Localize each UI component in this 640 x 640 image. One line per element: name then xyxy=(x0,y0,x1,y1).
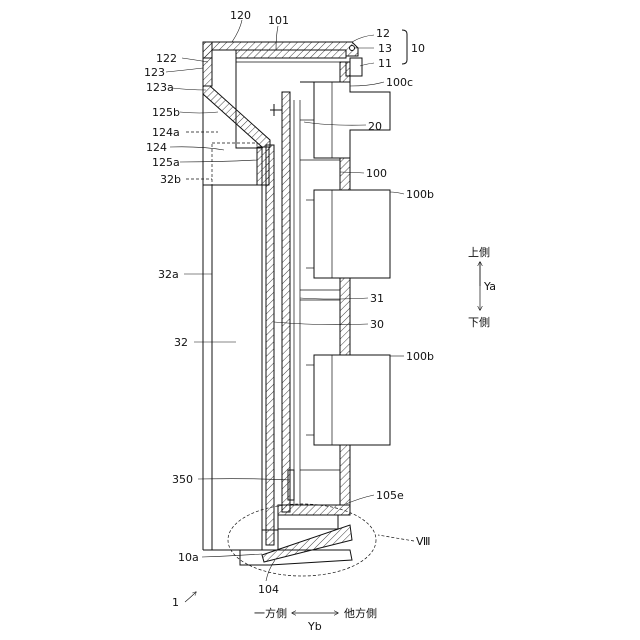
label-32a: 32a xyxy=(158,268,179,281)
axis-yb: 一方側 Yb 他方側 xyxy=(254,606,377,633)
label-125b: 125b xyxy=(152,106,180,119)
label-124: 124 xyxy=(146,141,167,154)
bar-20 xyxy=(282,92,290,512)
bracket-11 xyxy=(350,58,362,76)
label-1: 1 xyxy=(172,596,179,609)
bottom-105e xyxy=(278,505,350,515)
hinge-13 xyxy=(350,46,355,51)
label-100b-upper: 100b xyxy=(406,188,434,201)
label-120: 120 xyxy=(230,9,251,22)
connector-100b-lower xyxy=(314,355,390,445)
label-104: 104 xyxy=(258,583,279,596)
label-31: 31 xyxy=(370,292,384,305)
axis-yb-name: Yb xyxy=(307,620,322,633)
label-10: 10 xyxy=(411,42,425,55)
label-32: 32 xyxy=(174,336,188,349)
axis-yb-right-label: 他方側 xyxy=(344,606,377,620)
plate-101 xyxy=(236,50,346,58)
label-350: 350 xyxy=(172,473,193,486)
axis-ya-down-label: 下側 xyxy=(468,316,490,329)
label-20: 20 xyxy=(368,120,382,133)
floor-104 xyxy=(262,525,352,562)
label-viii: Ⅷ xyxy=(416,535,431,548)
label-13: 13 xyxy=(378,42,392,55)
label-100: 100 xyxy=(366,167,387,180)
plate-30 xyxy=(266,145,274,545)
label-123a: 123a xyxy=(146,81,174,94)
panel-32 xyxy=(212,185,262,550)
label-30: 30 xyxy=(370,318,384,331)
axis-yb-left-label: 一方側 xyxy=(254,606,287,620)
label-122: 122 xyxy=(156,52,177,65)
label-11: 11 xyxy=(378,57,392,70)
label-100c: 100c xyxy=(386,76,413,89)
bracket-10 xyxy=(402,30,407,64)
axis-ya-up-label: 上側 xyxy=(468,246,490,259)
label-105e: 105e xyxy=(376,489,404,502)
label-12: 12 xyxy=(376,27,390,40)
housing-drawing xyxy=(203,42,390,576)
label-125a: 125a xyxy=(152,156,180,169)
wall-123 xyxy=(203,42,212,86)
label-124a: 124a xyxy=(152,126,180,139)
label-123: 123 xyxy=(144,66,165,79)
label-100b-lower: 100b xyxy=(406,350,434,363)
axis-ya-name: Ya xyxy=(483,280,496,293)
connector-100b-upper xyxy=(314,190,390,278)
axis-ya: 上側 Ya 下側 xyxy=(468,246,496,329)
label-32b: 32b xyxy=(160,173,181,186)
label-10a: 10a xyxy=(178,551,199,564)
label-101: 101 xyxy=(268,14,289,27)
